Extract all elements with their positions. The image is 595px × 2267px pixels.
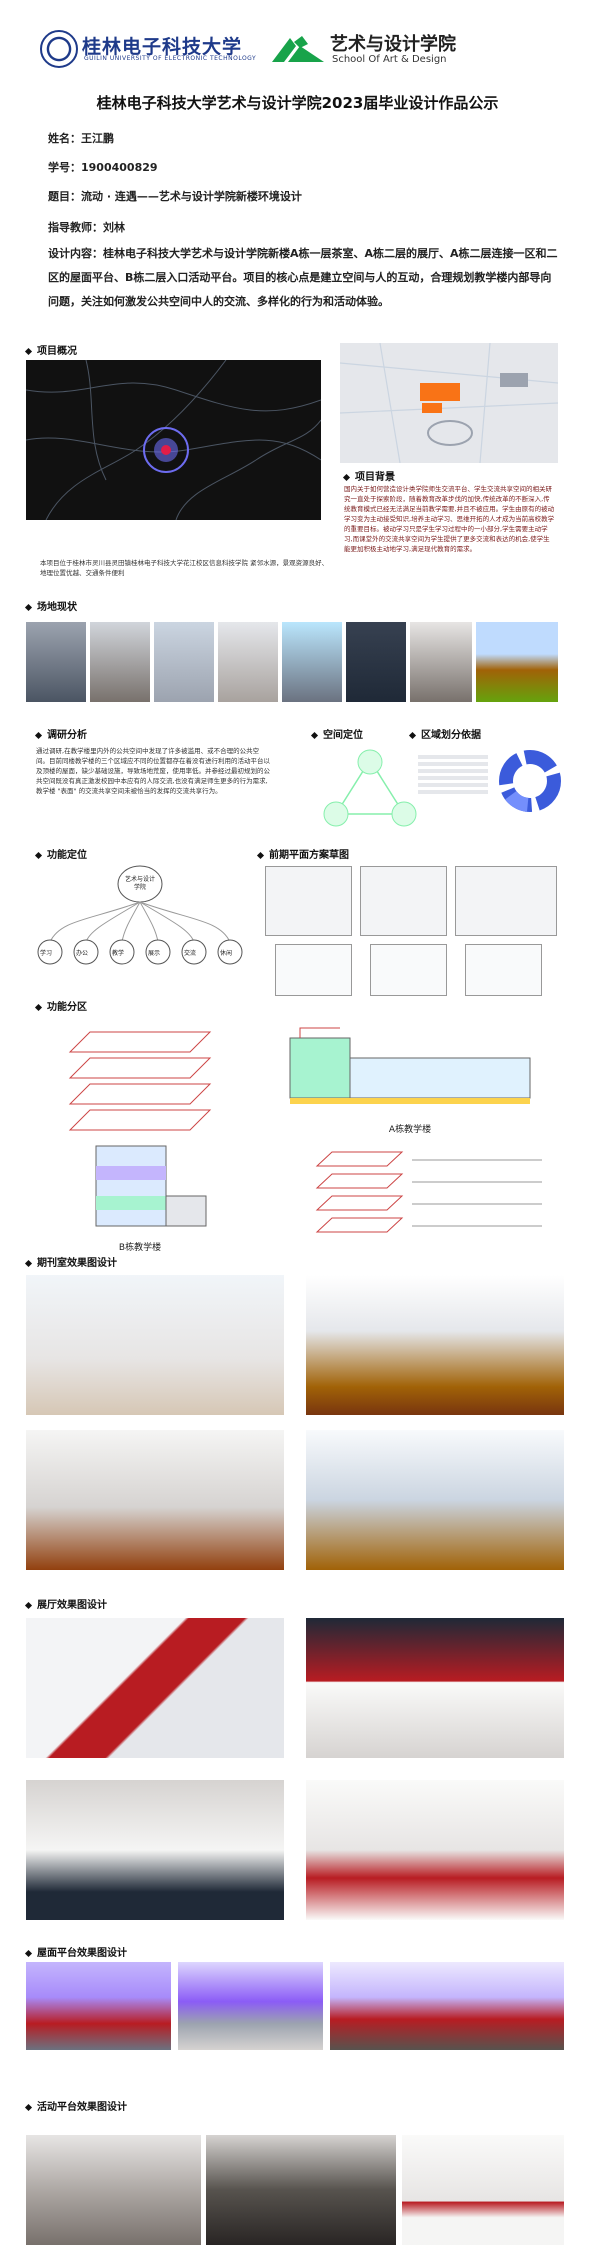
exhibition-render-3 <box>26 1780 284 1920</box>
site-photo-5 <box>282 622 342 702</box>
bullet-icon <box>256 851 265 859</box>
background-body: 国内关于如何营造设计类学院师生交流平台、学生交流共享空间的相关研究一直处于探索阶… <box>344 485 555 553</box>
college-name-cn: 艺术与设计学院 <box>330 34 456 55</box>
zoning-donut-chart <box>499 750 561 812</box>
function-node-study: 学习 <box>40 950 53 957</box>
tearoom-render-2 <box>306 1275 564 1415</box>
overview-site-plan <box>340 343 558 463</box>
plan-sketch-1 <box>265 866 352 936</box>
section-title-preliminary-plan: 前期平面方案草图 <box>256 846 349 861</box>
bullet-icon <box>24 603 33 611</box>
overview-satellite-map <box>26 360 321 520</box>
plan-sketch-3 <box>455 866 557 936</box>
site-photo-3 <box>154 622 214 702</box>
tearoom-render-4 <box>306 1430 564 1570</box>
project-topic: 题目：流动 · 连遇——艺术与设计学院新楼环境设计 <box>48 190 302 203</box>
plan-sketch-5 <box>370 944 447 996</box>
zoning-axonometric-a <box>40 1018 240 1138</box>
plan-sketch-4 <box>275 944 352 996</box>
student-name: 姓名：王江鹏 <box>48 132 114 145</box>
design-content: 设计内容：桂林电子科技大学艺术与设计学院新楼A栋一层茶室、A栋二层的展厅、A栋二… <box>48 247 558 308</box>
roof-render-3 <box>330 1962 564 2050</box>
research-body: 通过调研,在教学楼里内外的公共空间中发现了许多被滥用、或不合理的公共空间。目前同… <box>36 747 270 795</box>
function-node-office: 办公 <box>76 950 89 957</box>
function-node-display: 展示 <box>148 950 161 957</box>
zoning-axonometric-b <box>312 1142 552 1242</box>
bullet-icon <box>34 851 43 859</box>
bullet-icon <box>310 731 319 739</box>
bullet-icon <box>24 347 33 355</box>
section-title-tearoom: 期刊室效果图设计 <box>24 1254 117 1269</box>
tearoom-render-3 <box>26 1430 284 1570</box>
site-photo-2 <box>90 622 150 702</box>
school-name-cn: 桂林电子科技大学 <box>82 36 243 58</box>
bullet-icon <box>24 1949 33 1957</box>
section-title-function-zoning: 功能分区 <box>34 998 87 1013</box>
exhibition-render-1 <box>26 1618 284 1758</box>
bullet-icon <box>34 731 43 739</box>
activity-render-3 <box>402 2135 564 2245</box>
site-photo-8 <box>476 622 558 702</box>
section-title-function-position: 功能定位 <box>34 846 87 861</box>
zoning-legend <box>418 752 488 797</box>
function-node-leisure: 休闲 <box>220 950 233 957</box>
bullet-icon <box>34 1003 43 1011</box>
function-node-exchange: 交流 <box>184 950 197 957</box>
section-title-activity: 活动平台效果图设计 <box>24 2098 127 2113</box>
function-root: 艺术与设计学院 <box>124 876 155 891</box>
section-title-background: 项目背景 <box>342 468 395 483</box>
bullet-icon <box>24 1259 33 1267</box>
bullet-icon <box>24 1601 33 1609</box>
roof-render-2 <box>178 1962 323 2050</box>
site-photo-4 <box>218 622 278 702</box>
university-logo: 桂林电子科技大学 GUILIN UNIVERSITY OF ELECTRONIC… <box>40 30 265 70</box>
section-elevation-a <box>250 1018 550 1118</box>
function-node-teaching: 教学 <box>112 950 125 957</box>
section-title-space-position: 空间定位 <box>310 726 363 741</box>
college-mark-icon <box>272 36 324 62</box>
exhibition-render-2 <box>306 1618 564 1758</box>
section-elevation-b <box>66 1136 216 1236</box>
activity-render-1 <box>26 2135 201 2245</box>
tearoom-render-1 <box>26 1275 284 1415</box>
section-title-research: 调研分析 <box>34 726 87 741</box>
overview-caption: 本项目位于桂林市灵川县灵田镇桂林电子科技大学花江校区信息科技学院 紧邻水源，景观… <box>40 559 329 577</box>
section-title-zoning-basis: 区域划分依据 <box>408 726 481 741</box>
advisor: 指导教师：刘林 <box>48 221 125 234</box>
site-photo-1 <box>26 622 86 702</box>
function-tree-diagram <box>37 865 243 965</box>
section-title-overview: 项目概况 <box>24 342 77 357</box>
section-title-exhibition: 展厅效果图设计 <box>24 1596 107 1611</box>
roof-render-1 <box>26 1962 171 2050</box>
section-title-roof: 屋面平台效果图设计 <box>24 1944 127 1959</box>
space-position-diagram <box>323 749 417 827</box>
site-photo-6 <box>346 622 406 702</box>
bullet-icon <box>408 731 417 739</box>
activity-render-2 <box>206 2135 396 2245</box>
b-building-caption: B栋教学楼 <box>118 1243 162 1253</box>
student-id: 学号：1900400829 <box>48 161 158 174</box>
page-title: 桂林电子科技大学艺术与设计学院2023届毕业设计作品公示 <box>96 94 499 112</box>
section-title-site: 场地现状 <box>24 598 77 613</box>
exhibition-render-4 <box>306 1780 564 1920</box>
school-name-en: GUILIN UNIVERSITY OF ELECTRONIC TECHNOLO… <box>84 55 257 62</box>
college-logo: 艺术与设计学院 School Of Art & Design <box>270 30 530 70</box>
bullet-icon <box>24 2103 33 2111</box>
university-seal-icon <box>40 30 78 68</box>
bullet-icon <box>342 473 351 481</box>
plan-sketch-6 <box>465 944 542 996</box>
plan-sketch-2 <box>360 866 447 936</box>
a-building-caption: A栋教学楼 <box>388 1125 432 1135</box>
site-photo-7 <box>410 622 472 702</box>
college-name-en: School Of Art & Design <box>332 54 447 65</box>
